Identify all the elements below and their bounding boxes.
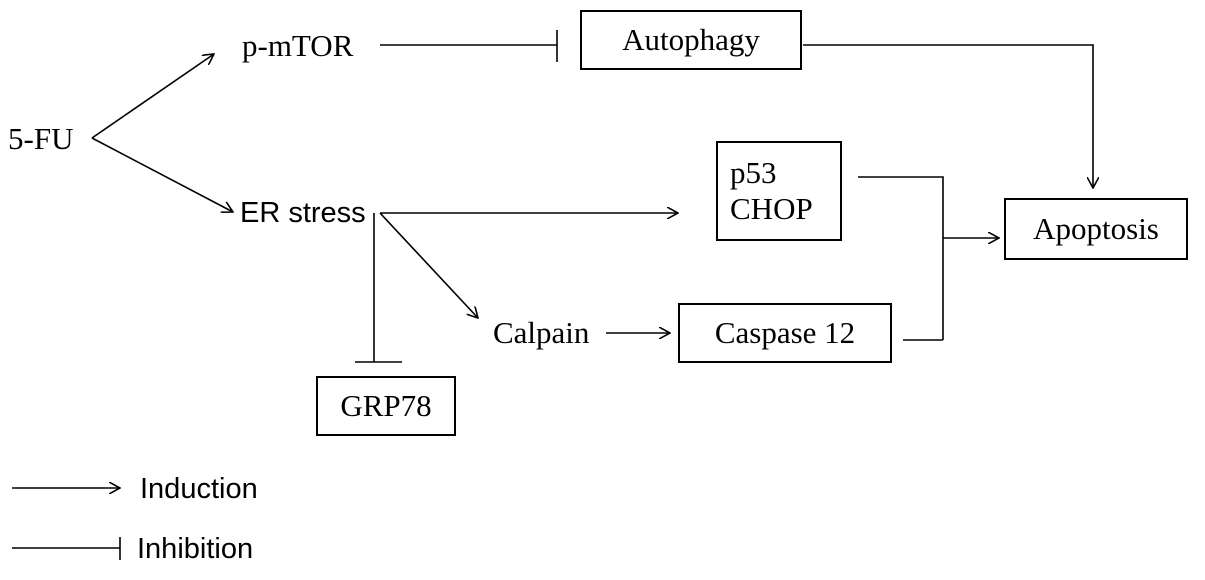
node-autophagy: Autophagy: [580, 10, 802, 70]
legend-inhibition-label: Inhibition: [137, 533, 254, 565]
edge-p53-chop-to-junction: [858, 176, 944, 340]
node-apoptosis: Apoptosis: [1004, 198, 1188, 260]
edge-5fu-to-er-stress: [91, 137, 233, 212]
node-p-mtor: p-mTOR: [242, 28, 354, 63]
node-p53-chop: p53 CHOP: [716, 141, 842, 241]
legend-induction-label: Induction: [140, 473, 258, 505]
edge-5fu-to-pmtor: [91, 54, 214, 139]
node-calpain: Calpain: [493, 315, 590, 350]
node-grp78: GRP78: [316, 376, 456, 436]
node-p53-label: p53: [730, 155, 777, 191]
node-er-stress: ER stress: [240, 197, 366, 229]
node-caspase12: Caspase 12: [678, 303, 892, 363]
node-5fu: 5-FU: [8, 121, 74, 156]
edge-autophagy-to-apoptosis: [803, 44, 1093, 188]
edge-er-stress-to-calpain: [379, 212, 478, 318]
node-chop-label: CHOP: [730, 191, 813, 226]
